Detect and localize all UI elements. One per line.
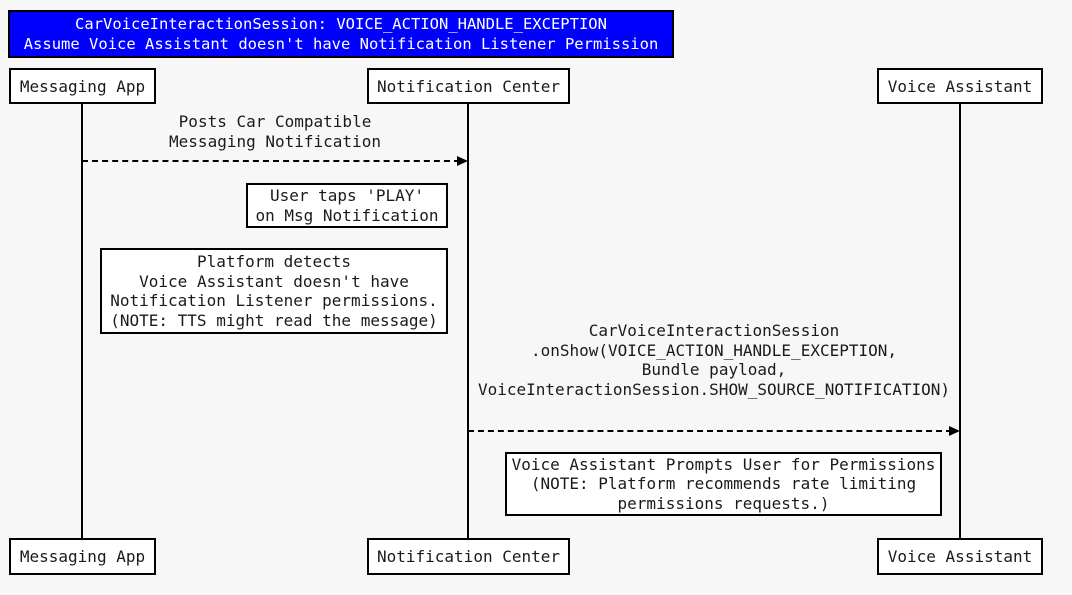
note-user-taps-play-line-2: on Msg Notification xyxy=(255,205,439,225)
actor-label-notification-center-bottom: Notification Center xyxy=(376,547,561,566)
lifeline-messaging-app xyxy=(81,104,83,538)
message-2-dashed-line xyxy=(468,430,952,432)
actor-label-voice-assistant-bottom: Voice Assistant xyxy=(887,547,1033,566)
note-voice-assistant-prompts-line-1: Voice Assistant Prompts User for Permiss… xyxy=(511,454,936,474)
diagram-title-banner: CarVoiceInteractionSession: VOICE_ACTION… xyxy=(8,10,674,58)
message-2-line-2: .onShow(VOICE_ACTION_HANDLE_EXCEPTION, xyxy=(530,340,898,360)
actor-label-messaging-app-bottom: Messaging App xyxy=(19,547,146,566)
note-platform-detects-line-4: (NOTE: TTS might read the message) xyxy=(110,310,438,330)
lifeline-voice-assistant xyxy=(959,104,961,538)
message-2-label: CarVoiceInteractionSession .onShow(VOICE… xyxy=(468,321,960,399)
actor-box-notification-center-top: Notification Center xyxy=(367,68,570,104)
note-platform-detects: Platform detects Voice Assistant doesn't… xyxy=(100,248,448,334)
message-2-line-1: CarVoiceInteractionSession xyxy=(588,321,840,340)
message-1-label: Posts Car Compatible Messaging Notificat… xyxy=(82,112,468,151)
actor-label-messaging-app: Messaging App xyxy=(19,76,146,96)
message-2-line-3: Bundle payload, xyxy=(641,360,787,379)
actor-box-notification-center-bottom: Notification Center xyxy=(367,538,570,575)
actor-label-notification-center: Notification Center xyxy=(376,76,561,96)
message-2-arrowhead-icon xyxy=(949,426,960,436)
note-platform-detects-line-1: Platform detects xyxy=(196,252,352,271)
message-1-dashed-line xyxy=(82,160,460,162)
message-1-line-2: Messaging Notification xyxy=(169,131,381,151)
note-user-taps-play-line-1: User taps 'PLAY' xyxy=(269,186,425,205)
actor-box-messaging-app-bottom: Messaging App xyxy=(9,538,156,575)
message-2-arrow xyxy=(468,426,960,436)
actor-label-voice-assistant: Voice Assistant xyxy=(887,76,1033,96)
message-1-arrowhead-icon xyxy=(457,156,468,166)
note-voice-assistant-prompts: Voice Assistant Prompts User for Permiss… xyxy=(505,452,942,516)
actor-box-messaging-app-top: Messaging App xyxy=(9,68,156,104)
note-platform-detects-line-2: Voice Assistant doesn't have xyxy=(139,271,409,291)
note-platform-detects-line-3: Notification Listener permissions. xyxy=(110,291,438,310)
message-2-line-4: VoiceInteractionSession.SHOW_SOURCE_NOTI… xyxy=(477,379,950,399)
diagram-title-line-2: Assume Voice Assistant doesn't have Noti… xyxy=(23,35,659,53)
message-1-arrow xyxy=(82,156,468,166)
note-user-taps-play: User taps 'PLAY' on Msg Notification xyxy=(246,183,448,228)
note-voice-assistant-prompts-line-2: (NOTE: Platform recommends rate limiting xyxy=(530,474,917,494)
lifeline-notification-center xyxy=(467,104,469,538)
actor-box-voice-assistant-bottom: Voice Assistant xyxy=(877,538,1043,575)
actor-box-voice-assistant-top: Voice Assistant xyxy=(877,68,1043,104)
message-1-line-1: Posts Car Compatible xyxy=(178,112,372,131)
note-voice-assistant-prompts-line-3: permissions requests.) xyxy=(617,493,830,513)
diagram-title-line-1: CarVoiceInteractionSession: VOICE_ACTION… xyxy=(75,15,607,33)
